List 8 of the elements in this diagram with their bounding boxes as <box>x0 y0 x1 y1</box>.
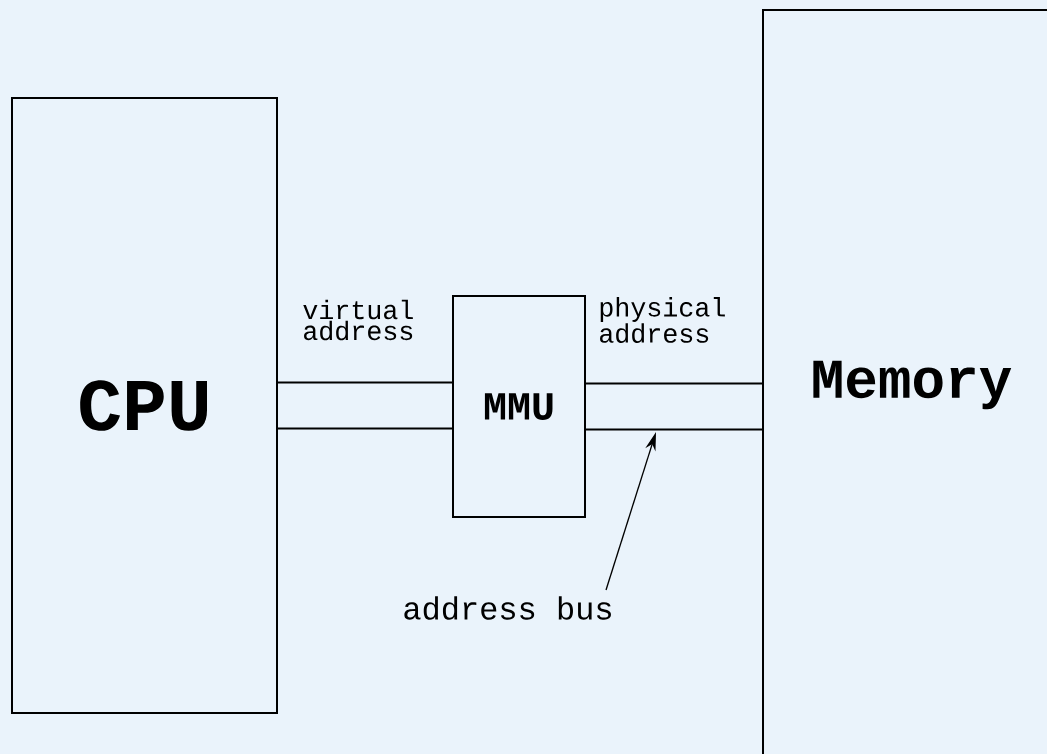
bus-line <box>278 381 452 430</box>
process-box: MMU <box>452 295 586 518</box>
bus-label: address bus <box>404 596 611 620</box>
process-box: CPU <box>11 97 278 714</box>
edge-label: physical address <box>600 297 725 343</box>
bus-line <box>586 382 762 431</box>
process-box: Memory <box>762 9 1047 754</box>
edge-label: virtual address <box>303 299 413 341</box>
